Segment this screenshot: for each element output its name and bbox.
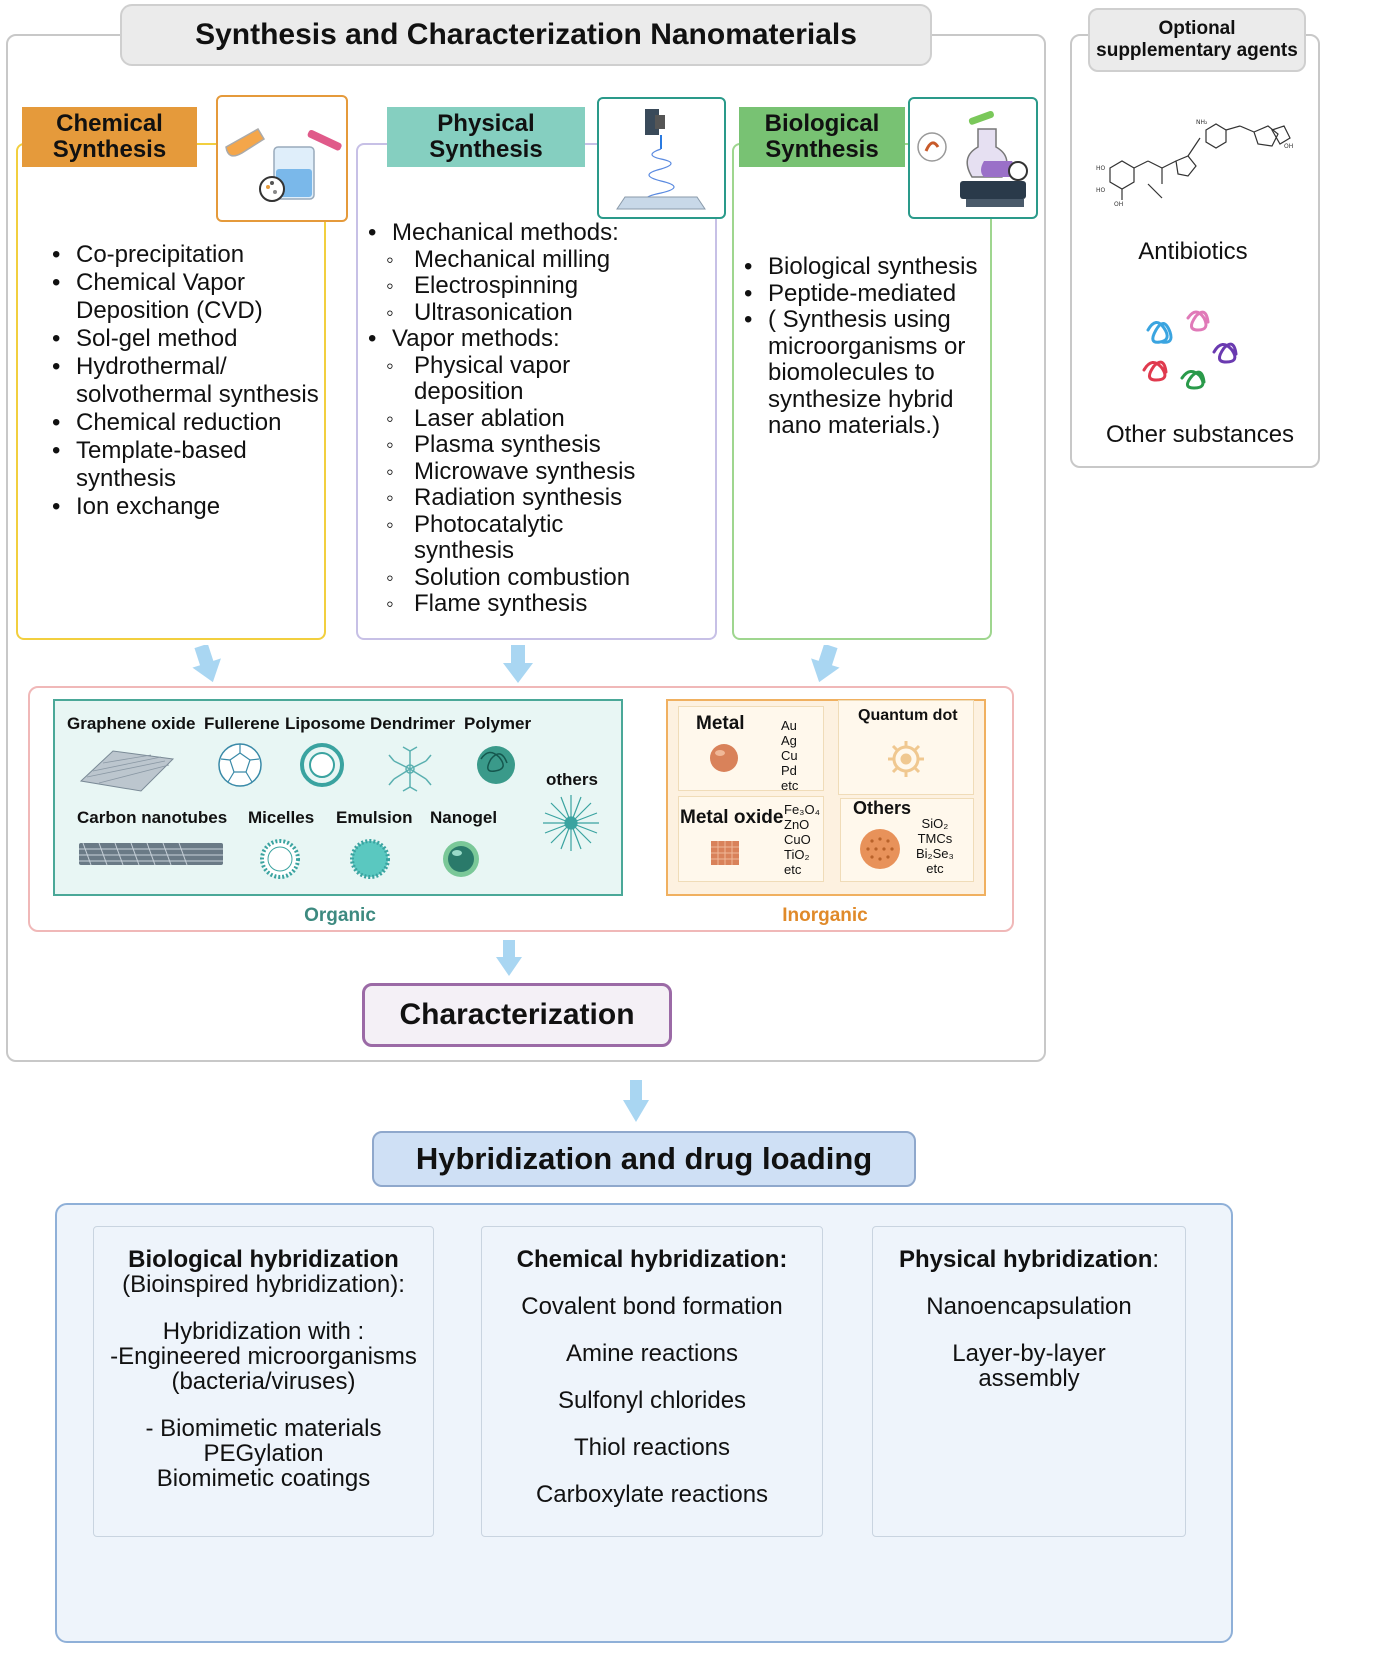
electrospinning-icon xyxy=(616,109,706,210)
list-item: Vapor methods: Physical vapor deposition… xyxy=(364,325,714,618)
list-item: Chemical Vapor Deposition (CVD) xyxy=(48,269,324,325)
arrow-down-icon xyxy=(503,645,533,683)
micelles-label: Micelles xyxy=(248,808,315,827)
other-substances-icon xyxy=(1142,310,1238,390)
silica-particle-icon xyxy=(860,829,900,869)
physical-image xyxy=(597,97,726,219)
main-title: Synthesis and Characterization Nanomater… xyxy=(120,4,932,66)
inorganic-others-label: Others xyxy=(853,798,912,818)
list-item: Electrospinning xyxy=(364,272,714,300)
svg-text:OH: OH xyxy=(1114,201,1123,208)
graphene-oxide-icon xyxy=(79,750,175,792)
biological-image xyxy=(908,97,1038,219)
nanogel-icon xyxy=(443,841,479,877)
other-substances-label: Other substances xyxy=(1105,421,1295,448)
polymer-label: Polymer xyxy=(464,714,532,733)
carbon-nanotubes-label: Carbon nanotubes xyxy=(77,808,228,827)
antibiotics-label: Antibiotics xyxy=(1138,238,1248,265)
metal-label: Metal xyxy=(696,713,745,734)
organic-nanomaterials-icons xyxy=(79,743,599,879)
list-item: Plasma synthesis xyxy=(364,431,714,459)
physical-methods-list: Mechanical methods: Mechanical milling E… xyxy=(364,219,714,618)
list-item: Mechanical methods: Mechanical milling E… xyxy=(364,219,714,327)
list-item: Sol-gel method xyxy=(48,325,324,353)
list-item: Solution combustion xyxy=(364,564,714,592)
metal-nanoparticle-icon xyxy=(710,744,738,772)
biological-methods-list: Biological synthesis Peptide-mediated ( … xyxy=(740,253,990,440)
svg-text:OH: OH xyxy=(1284,143,1293,150)
organic-others-label: others xyxy=(546,770,598,789)
inorganic-nanomaterials-icons xyxy=(710,741,924,869)
list-item: Chemical reduction xyxy=(48,409,324,437)
others-organic-icon xyxy=(543,795,599,851)
chemical-hybridization-card: Chemical hybridization: Covalent bond fo… xyxy=(481,1226,823,1537)
metal-elements: Au Ag Cu Pd etc xyxy=(781,718,799,793)
hotplate-flask-icon xyxy=(917,110,1028,207)
list-item: Microwave synthesis xyxy=(364,458,714,486)
hybridization-panel xyxy=(55,1203,1233,1643)
arrow-down-icon xyxy=(192,645,221,683)
list-item: Physical vapor deposition xyxy=(364,352,714,406)
metal-oxide-cell xyxy=(678,796,824,882)
hybridization-title: Hybridization and drug loading xyxy=(372,1131,916,1187)
list-item: Mechanical milling xyxy=(364,246,714,274)
polymer-icon xyxy=(477,746,515,784)
chemical-methods-list: Co-precipitation Chemical Vapor Depositi… xyxy=(48,241,324,521)
quantum-dot-icon xyxy=(888,741,924,777)
materials-frame xyxy=(28,686,1014,932)
metal-cell xyxy=(678,706,824,791)
optional-title: Optional supplementary agents xyxy=(1088,8,1306,72)
list-item: Ion exchange xyxy=(48,493,324,521)
arrow-down-icon xyxy=(496,940,522,976)
metal-oxide-icon xyxy=(711,841,739,865)
arrow-down-icon xyxy=(623,1080,649,1122)
characterization-box: Characterization xyxy=(362,983,672,1047)
oxide-elements: Fe₃O₄ ZnO CuO TiO₂ etc xyxy=(784,802,820,877)
fullerene-label: Fullerene xyxy=(204,714,280,733)
quantum-dot-label: Quantum dot xyxy=(858,707,958,724)
others-elements: SiO₂ TMCs Bi₂Se₃ etc xyxy=(916,816,954,876)
metal-oxide-label: Metal oxide xyxy=(680,807,784,828)
list-item: Co-precipitation xyxy=(48,241,324,269)
vapor-sublist: Physical vapor deposition Laser ablation… xyxy=(364,352,714,618)
list-item: Laser ablation xyxy=(364,405,714,433)
flask-beaker-icon xyxy=(225,127,342,202)
antibiotic-molecule-icon: HO HO OH NH₂ OH xyxy=(1096,119,1293,208)
arrow-down-icon xyxy=(811,645,840,683)
graphene-oxide-label: Graphene oxide xyxy=(67,714,196,733)
physical-title: Physical Synthesis xyxy=(387,107,585,167)
dendrimer-label: Dendrimer xyxy=(370,714,456,733)
carbon-nanotube-icon xyxy=(79,842,223,866)
list-item: ( Synthesis using microorganisms or biom… xyxy=(740,306,990,440)
list-item: Ultrasonication xyxy=(364,299,714,327)
emulsion-label: Emulsion xyxy=(336,808,413,827)
list-item: Radiation synthesis xyxy=(364,484,714,512)
fullerene-icon xyxy=(218,743,262,787)
inorganic-label: Inorganic xyxy=(782,905,868,926)
list-item: Photocatalytic synthesis xyxy=(364,511,714,565)
svg-text:HO: HO xyxy=(1096,187,1106,194)
liposome-label: Liposome xyxy=(285,714,366,733)
list-item: Peptide-mediated xyxy=(740,280,990,308)
list-item: Template-based synthesis xyxy=(48,437,324,493)
svg-text:HO: HO xyxy=(1096,165,1106,172)
list-item: Hydrothermal/ solvothermal synthesis xyxy=(48,353,324,409)
organic-label: Organic xyxy=(304,905,376,926)
emulsion-icon xyxy=(350,839,390,879)
physical-hybridization-card: Physical hybridization: Nanoencapsulatio… xyxy=(872,1226,1186,1537)
biological-hybridization-card: Biological hybridization (Bioinspired hy… xyxy=(93,1226,434,1537)
mechanical-sublist: Mechanical milling Electrospinning Ultra… xyxy=(364,246,714,327)
list-item: Biological synthesis xyxy=(740,253,990,281)
chemical-title: Chemical Synthesis xyxy=(22,107,197,167)
nanogel-label: Nanogel xyxy=(430,808,498,827)
list-item: Flame synthesis xyxy=(364,590,714,618)
liposome-icon xyxy=(300,743,344,787)
chemical-image xyxy=(216,95,348,222)
micelle-icon xyxy=(260,839,300,879)
biological-title: Biological Synthesis xyxy=(739,107,905,167)
dendrimer-icon xyxy=(388,746,432,792)
main-title-text: Synthesis and Characterization Nanomater… xyxy=(195,18,857,51)
svg-text:NH₂: NH₂ xyxy=(1196,119,1208,126)
